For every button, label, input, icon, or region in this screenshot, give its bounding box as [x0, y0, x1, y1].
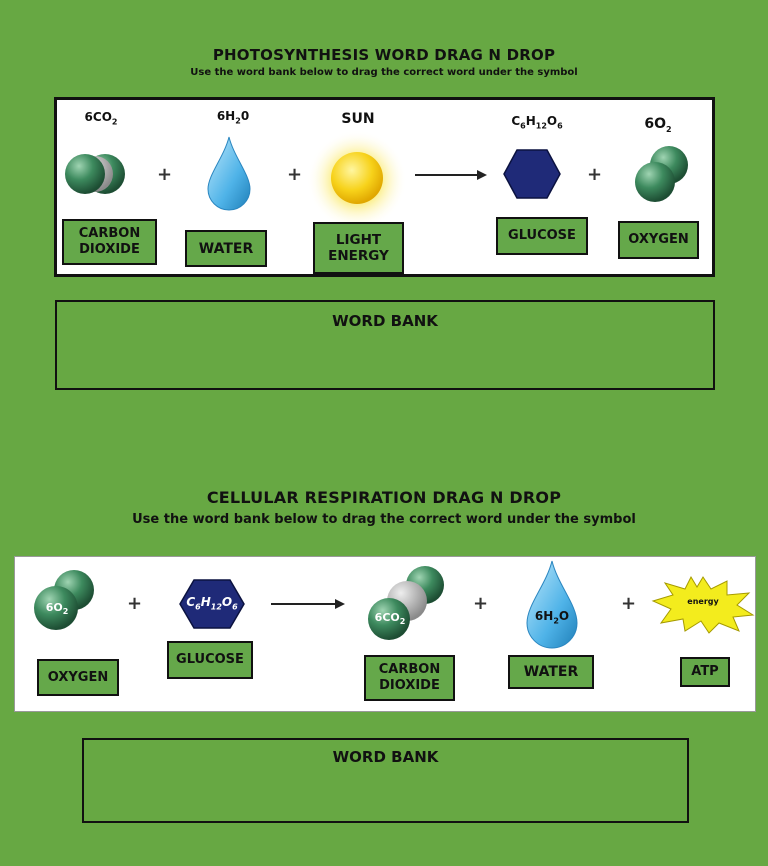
water-formula: 6H20 — [216, 109, 250, 126]
respiration-subtitle: Use the word bank below to drag the corr… — [132, 512, 636, 527]
photosynthesis-word-bank[interactable]: WORD BANK — [55, 300, 715, 390]
oxygen-formula: 6O2 — [644, 116, 672, 134]
glucose-hexagon-icon — [179, 579, 245, 629]
plus-sign: + — [621, 593, 637, 614]
glucose-icon-label: C6H12O6 — [186, 595, 238, 612]
water-icon-label: 6H2O — [534, 609, 570, 626]
carbon-dioxide-molecule-icon — [368, 566, 444, 640]
tile-oxygen[interactable]: OXYGEN — [37, 659, 119, 696]
oxygen-icon-label: 6O2 — [45, 601, 69, 617]
carbon-dioxide-icon-label: 6CO2 — [374, 611, 406, 627]
oxygen-molecule-icon — [635, 146, 688, 202]
plus-sign: + — [157, 164, 173, 185]
reaction-arrow-icon — [271, 599, 345, 609]
plus-sign: + — [587, 164, 603, 185]
tile-light-energy[interactable]: LIGHT ENERGY — [313, 222, 404, 274]
respiration-title: CELLULAR RESPIRATION DRAG N DROP — [206, 488, 562, 507]
respiration-word-bank[interactable]: WORD BANK — [82, 738, 689, 823]
photosynthesis-title: PHOTOSYNTHESIS WORD DRAG N DROP — [212, 46, 556, 64]
tile-carbon-dioxide[interactable]: CARBON DIOXIDE — [364, 655, 455, 701]
tile-atp[interactable]: ATP — [680, 657, 730, 687]
water-drop-icon — [207, 136, 251, 211]
oxygen-molecule-icon — [34, 570, 94, 630]
tile-glucose[interactable]: GLUCOSE — [167, 641, 253, 679]
plus-sign: + — [473, 593, 489, 614]
plus-sign: + — [287, 164, 303, 185]
sun-label: SUN — [341, 111, 375, 127]
co2-formula: 6CO2 — [84, 110, 118, 127]
sun-icon — [307, 130, 407, 230]
tile-carbon-dioxide[interactable]: CARBON DIOXIDE — [62, 219, 157, 265]
photosynthesis-equation-panel: 6CO2 6H20 SUN C6H12O6 6O2 + + + — [54, 97, 715, 277]
tile-oxygen[interactable]: OXYGEN — [618, 221, 699, 259]
tile-water[interactable]: WATER — [508, 655, 594, 689]
glucose-hexagon-icon — [503, 149, 561, 199]
energy-icon-label: energy — [687, 597, 719, 606]
tile-water[interactable]: WATER — [185, 230, 267, 267]
energy-starburst-icon — [651, 575, 755, 634]
respiration-equation-panel: 6O2 + C6H12O6 6CO2 + 6H2O + energy OXYGE… — [14, 556, 756, 712]
word-bank-label: WORD BANK — [332, 312, 438, 330]
reaction-arrow-icon — [415, 170, 487, 180]
plus-sign: + — [127, 593, 143, 614]
tile-glucose[interactable]: GLUCOSE — [496, 217, 588, 255]
word-bank-label: WORD BANK — [332, 748, 439, 766]
photosynthesis-subtitle: Use the word bank below to drag the corr… — [190, 67, 578, 78]
carbon-dioxide-molecule-icon — [65, 154, 125, 194]
water-drop-icon — [526, 560, 578, 649]
glucose-formula: C6H12O6 — [511, 114, 563, 131]
